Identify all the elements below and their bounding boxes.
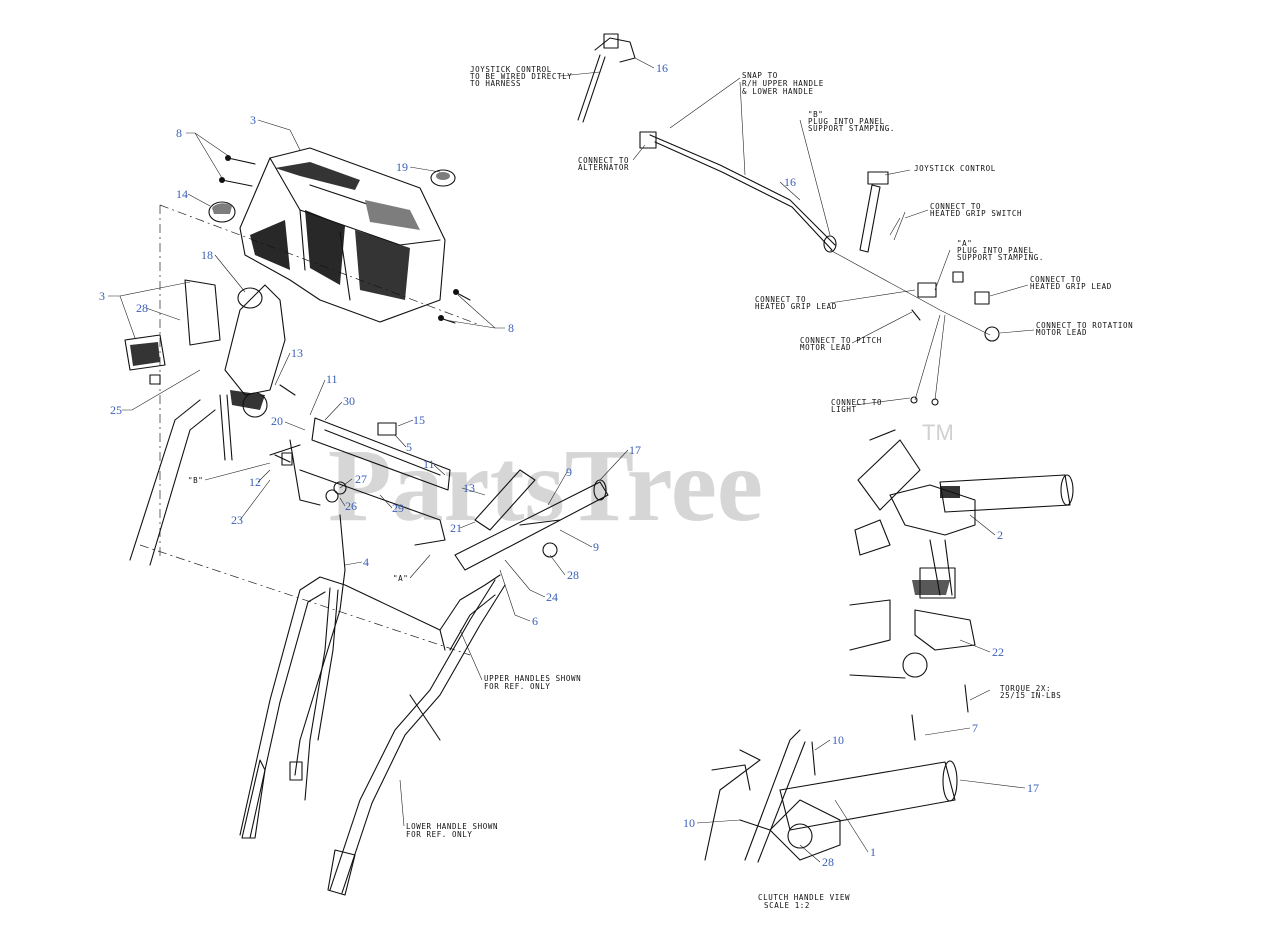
callout-3-top: 3 — [250, 113, 256, 127]
callout-9-bottom: 9 — [593, 540, 599, 554]
callout-20: 20 — [271, 414, 283, 428]
clutch-handle-view — [704, 729, 958, 863]
callout-23: 23 — [231, 513, 243, 527]
note-connect-heated-switch: CONNECT TO HEATED GRIP SWITCH — [930, 202, 1022, 218]
callout-29: 29 — [392, 501, 404, 515]
left-assembly — [124, 147, 609, 896]
callout-8-right: 8 — [508, 321, 514, 335]
callout-24: 24 — [546, 590, 558, 604]
callout-11-top: 11 — [326, 372, 338, 386]
callout-28-center: 28 — [567, 568, 579, 582]
callout-16-top: 16 — [656, 61, 668, 75]
note-plug-b: "B" PLUG INTO PANEL SUPPORT STAMPING. — [808, 110, 895, 133]
callout-9-top: 9 — [566, 465, 572, 479]
notes: JOYSTICK CONTROL TO BE WIRED DIRECTLY TO… — [188, 65, 1138, 910]
callout-14: 14 — [176, 187, 188, 201]
note-connect-alternator: CONNECT TO ALTERNATOR — [578, 156, 634, 172]
callout-16-harness: 16 — [784, 175, 796, 189]
note-upper-handles: UPPER HANDLES SHOWN FOR REF. ONLY — [484, 674, 586, 691]
watermark-tm: TM — [922, 420, 954, 445]
callout-13-top: 13 — [291, 346, 303, 360]
callout-10-top: 10 — [832, 733, 844, 747]
note-joystick-control: JOYSTICK CONTROL — [914, 164, 996, 173]
callout-22: 22 — [992, 645, 1004, 659]
callout-19: 19 — [396, 160, 408, 174]
callout-11-center: 11 — [423, 457, 435, 471]
callout-28-clutch: 28 — [822, 855, 834, 869]
callout-15: 15 — [413, 413, 425, 427]
callout-25: 25 — [110, 403, 122, 417]
callouts: 3 8 19 14 18 3 28 8 13 11 25 30 20 15 5 … — [99, 61, 1039, 869]
note-snap-to: SNAP TO R/H UPPER HANDLE & LOWER HANDLE — [742, 71, 829, 96]
callout-26: 26 — [345, 499, 357, 513]
callout-30: 30 — [343, 394, 355, 408]
note-lower-handle: LOWER HANDLE SHOWN FOR REF. ONLY — [406, 822, 503, 839]
callout-1: 1 — [870, 845, 876, 859]
callout-8-left: 8 — [176, 126, 182, 140]
lower-handle — [327, 579, 506, 896]
note-connect-heated-lead-right: CONNECT TO HEATED GRIP LEAD — [1030, 275, 1112, 291]
callout-10-left: 10 — [683, 816, 695, 830]
callout-7: 7 — [972, 721, 978, 735]
leader-lines — [108, 57, 1035, 863]
note-joystick-wired: JOYSTICK CONTROL TO BE WIRED DIRECTLY TO… — [470, 65, 577, 88]
callout-5: 5 — [406, 440, 412, 454]
wiring-harness — [577, 33, 1000, 406]
callout-13-center: 13 — [463, 481, 475, 495]
callout-17-center: 17 — [629, 443, 641, 457]
callout-27: 27 — [355, 472, 367, 486]
note-connect-pitch: CONNECT TO PITCH MOTOR LEAD — [800, 336, 887, 352]
marker-b: "B" — [188, 476, 203, 485]
note-connect-heated-lead-left: CONNECT TO HEATED GRIP LEAD — [755, 295, 837, 311]
watermark: PartsTree TM — [328, 420, 954, 543]
grip-detail-view — [849, 429, 1074, 741]
callout-3-left: 3 — [99, 289, 105, 303]
callout-2: 2 — [997, 528, 1003, 542]
callout-21: 21 — [450, 521, 462, 535]
control-panel-cover — [239, 147, 446, 323]
marker-a: "A" — [393, 574, 408, 583]
note-connect-rotation: CONNECT TO ROTATION MOTOR LEAD — [1036, 321, 1138, 337]
note-clutch-view: CLUTCH HANDLE VIEW SCALE 1:2 — [758, 893, 855, 910]
callout-18: 18 — [201, 248, 213, 262]
callout-6: 6 — [532, 614, 538, 628]
callout-17-right: 17 — [1027, 781, 1039, 795]
note-plug-a: "A" PLUG INTO PANEL SUPPORT STAMPING. — [957, 239, 1044, 262]
note-connect-light: CONNECT TO LIGHT — [831, 398, 887, 414]
callout-4: 4 — [363, 555, 369, 569]
upper-handles — [239, 574, 501, 839]
note-torque: TORQUE 2X: 25/15 IN-LBS — [1000, 684, 1061, 700]
watermark-text: PartsTree — [328, 428, 763, 543]
callout-28-top: 28 — [136, 301, 148, 315]
callout-12: 12 — [249, 475, 261, 489]
